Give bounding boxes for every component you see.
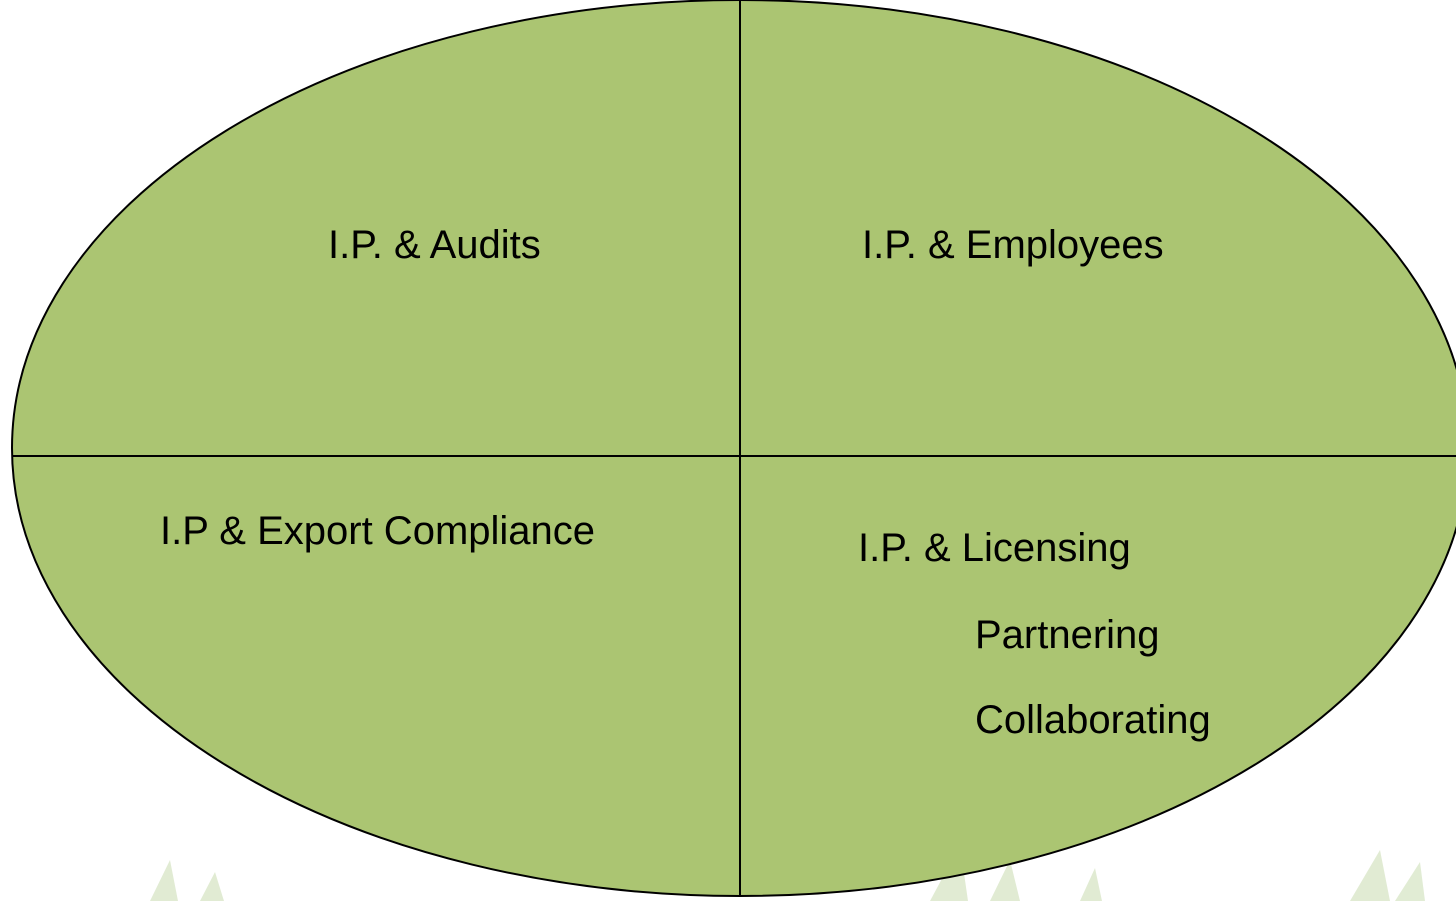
ellipse-shape xyxy=(11,0,1456,897)
quadrant-label-audits: I.P. & Audits xyxy=(328,223,541,267)
sub-item-collaborating: Collaborating xyxy=(975,698,1211,742)
quadrant-label-licensing: I.P. & Licensing xyxy=(858,526,1131,570)
quadrant-label-employees: I.P. & Employees xyxy=(862,223,1164,267)
sub-item-partnering: Partnering xyxy=(975,613,1160,657)
quadrant-label-export-compliance: I.P & Export Compliance xyxy=(160,509,596,553)
